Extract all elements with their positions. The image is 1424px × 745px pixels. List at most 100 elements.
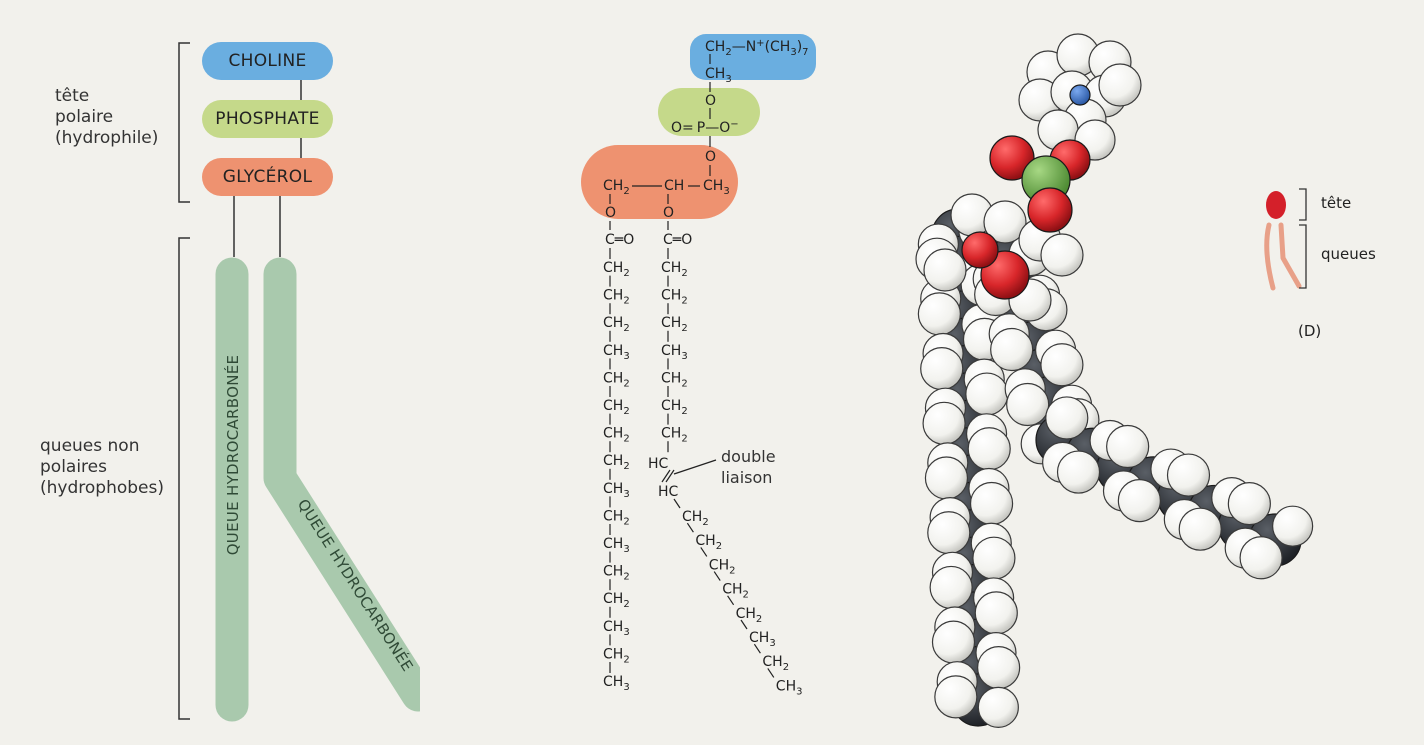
glycerol-block: GLYCÉROL	[202, 158, 333, 196]
chain2-group: CH3	[661, 343, 688, 362]
hydrogen-atom	[924, 456, 969, 500]
bond-line	[665, 469, 675, 483]
glycerol-c1: CH2	[603, 178, 630, 197]
bond-line	[713, 571, 721, 581]
chain1-group: CH3	[603, 481, 630, 500]
legend-tail-right	[1278, 222, 1302, 289]
hydrogen-atom	[972, 536, 1016, 580]
chain2-hc: HC	[648, 456, 669, 472]
chain2-group: CH2	[736, 606, 763, 625]
bond-line	[753, 643, 761, 654]
legend-diagram	[1264, 188, 1307, 291]
phosphate-row: O=P—O−	[671, 119, 739, 136]
hydrogen-atom	[974, 591, 1018, 635]
oxygen-atom	[1027, 187, 1073, 233]
chain2-group: CH2	[762, 654, 789, 673]
hydrogen-atom	[923, 248, 967, 292]
hydrogen-atom	[1006, 382, 1050, 427]
hydrogen-atom	[977, 645, 1021, 690]
phosphate-block: PHOSPHATE	[202, 100, 333, 138]
chain1-group: CH2	[603, 646, 630, 665]
structural-formula: CH2—N+(CH3)7 CH3 O O=P—O− O CH2 CH CH3 O…	[603, 38, 809, 697]
carbonyl-group: C═O	[605, 232, 634, 248]
hydrogen-atom	[1098, 63, 1142, 107]
hydrogen-atom	[920, 347, 964, 391]
tail-bent	[263, 257, 420, 712]
hydrogen-atom	[922, 401, 966, 445]
legend-head-label: tête	[1321, 194, 1352, 212]
chain2-group: CH2	[661, 398, 688, 417]
chain2-group: CH2	[661, 260, 688, 279]
chain1-group: CH3	[603, 674, 630, 693]
hydrogen-atom	[927, 511, 971, 555]
choline-block: CHOLINE	[202, 42, 333, 80]
tail-bracket	[178, 237, 190, 720]
hydrogen-atom	[931, 620, 976, 664]
bond-line	[673, 459, 717, 475]
chain2-group: CH2	[722, 582, 749, 601]
chain2-group: CH2	[682, 509, 709, 528]
hydrogen-atom	[1045, 396, 1089, 440]
chain1-group: CH2	[603, 591, 630, 610]
hydrogen-atom	[1178, 507, 1222, 551]
hydrogen-atom	[1227, 482, 1271, 526]
chain1-group: CH2	[603, 260, 630, 279]
hydrogen-atom	[1056, 450, 1101, 494]
hydrogen-atom	[917, 292, 961, 336]
tail-label-line: polaires	[40, 457, 107, 477]
double-bond-label-line: double	[721, 447, 776, 466]
oxygen-atom	[961, 231, 999, 269]
chain1-group: CH2	[603, 426, 630, 445]
chain1-group: CH2	[603, 398, 630, 417]
head-label-line: polaire	[55, 107, 114, 127]
hydrogen-atom	[1239, 536, 1283, 580]
chain2-group: CH2	[695, 533, 722, 552]
bond-line	[767, 668, 775, 678]
hydrogen-atom	[990, 327, 1034, 372]
legend-head	[1266, 191, 1286, 219]
glycerol-c2: CH	[664, 178, 684, 194]
chain2-group: CH2	[661, 370, 688, 389]
hydrogen-atom	[1166, 453, 1211, 497]
phosphate-o-bottom: O	[705, 149, 716, 165]
glycerol-c3: CH3	[703, 178, 730, 197]
hydrogen-atom	[934, 675, 978, 719]
chain2-group: CH2	[709, 557, 736, 576]
bond-line	[673, 498, 681, 509]
bond-line	[686, 522, 694, 533]
chain2-group: CH2	[661, 315, 688, 334]
double-bond-label-line: liaison	[721, 468, 773, 487]
choline-ch3: CH3	[705, 66, 732, 85]
hydrogen-atom	[1117, 479, 1161, 523]
hydrogen-atom	[929, 565, 973, 610]
head-label-line: tête	[55, 86, 90, 106]
head-bracket	[178, 42, 190, 203]
bond-line	[740, 619, 748, 630]
chain1-group: CH2	[603, 508, 630, 527]
hydrogen-atom	[967, 427, 1011, 471]
hydrogen-atom	[969, 481, 1014, 526]
legend-tail-bracket	[1299, 224, 1307, 289]
ester-oxygen: O	[663, 205, 674, 221]
hydrogen-atom	[977, 686, 1019, 728]
bond-line	[727, 595, 735, 606]
hydrogen-atom	[1106, 424, 1150, 469]
hydrogen-atom	[983, 200, 1027, 244]
chain1-group: CH2	[603, 315, 630, 334]
head-label-line: (hydrophile)	[55, 128, 159, 148]
chain1-group: CH2	[603, 288, 630, 307]
legend-tail-left	[1264, 222, 1276, 291]
choline-region	[690, 34, 816, 80]
glycerol-region	[581, 145, 738, 219]
ester-oxygen: O	[605, 205, 616, 221]
oxygen-atom	[989, 135, 1035, 181]
phosphate-region	[658, 88, 760, 136]
tail-label: queues non polaires (hydrophobes)	[40, 436, 164, 499]
chain2-hc: HC	[658, 484, 679, 500]
legend-tail-label: queues	[1321, 245, 1376, 263]
phosphate-o-top: O	[705, 93, 716, 109]
tail-label-line: (hydrophobes)	[40, 478, 164, 498]
chain2-group: CH3	[749, 630, 776, 649]
tail-label-line: queues non	[40, 436, 140, 456]
